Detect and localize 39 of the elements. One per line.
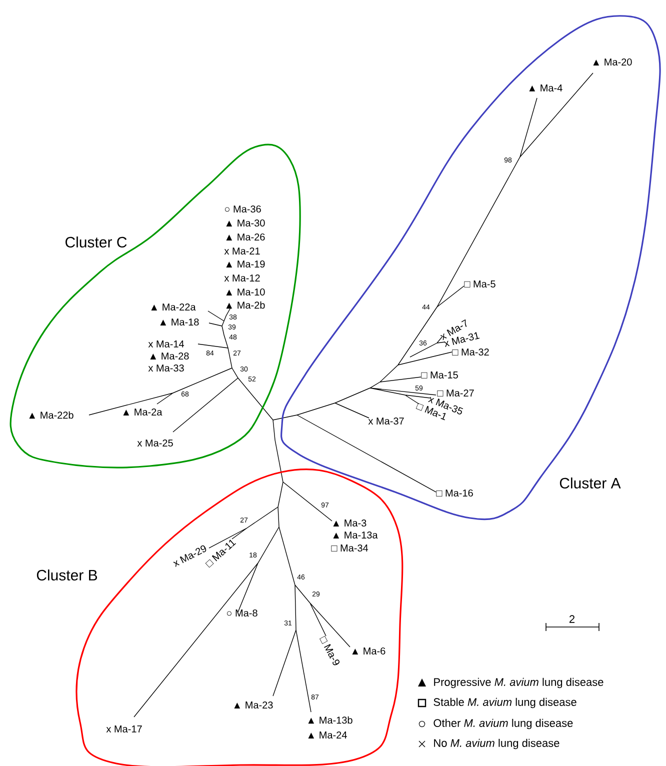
- leaf-label: ▲ Ma-3: [333, 519, 366, 527]
- leaf-label: □ Ma-9: [320, 636, 340, 666]
- leaf-label: ▲ Ma-2a: [123, 408, 162, 416]
- leaf-label: □ Ma-32: [452, 348, 489, 356]
- legend-text: Other M. avium lung disease: [434, 718, 573, 730]
- leaf-label: x Ma-37: [368, 417, 404, 425]
- leaf-label: x Ma-12: [224, 274, 260, 282]
- leaf-label: ○ Ma-8: [227, 609, 258, 617]
- leaf-label: □ Ma-27: [437, 389, 474, 397]
- leaf-label: ○ Ma-36: [225, 205, 261, 213]
- leaf-label: ▲ Ma-22a: [151, 303, 196, 311]
- scale-label: 2: [569, 615, 574, 623]
- leaf-label: ▲ Ma-2b: [226, 301, 265, 309]
- legend-text: Stable M. avium lung disease: [434, 698, 576, 708]
- leaf-label: x Ma-17: [106, 726, 142, 732]
- leaf-label: ▲ Ma-23: [234, 701, 273, 709]
- leaf-label: ▲ Ma-24: [308, 731, 347, 739]
- leaf-label: ▲ Ma-13a: [333, 531, 378, 539]
- leaf-label: ▲ Ma-19: [226, 260, 265, 268]
- leaf-label: x Ma-25: [137, 439, 173, 447]
- leaf-label: □ Ma-5: [464, 280, 496, 288]
- leaf-label: ▲ Ma-30: [226, 219, 265, 227]
- leaf-label: □ Ma-34: [331, 544, 368, 552]
- leaf-label: ▲ Ma-20: [593, 58, 632, 66]
- leaf-label: ▲ Ma-28: [150, 352, 189, 360]
- leaf-label: ▲ Ma-10: [226, 288, 265, 296]
- leaf-label: □ Ma-15: [421, 372, 458, 378]
- legend-text: No M. avium lung disease: [434, 738, 560, 750]
- leaf-label: □ Ma-16: [436, 489, 473, 497]
- leaf-label: x Ma-21: [224, 247, 260, 255]
- leaf-label: ▲ Ma-13b: [308, 716, 352, 724]
- leaf-label: ▲ Ma-22b: [29, 411, 74, 419]
- legend-text: Progressive M. avium lung disease: [434, 678, 604, 688]
- leaf-label: x Ma-33: [148, 364, 184, 372]
- leaf-label: ▲ Ma-4: [529, 84, 562, 92]
- leaf-label: ▲ Ma-26: [226, 233, 265, 241]
- leaf-label: x Ma-14: [148, 340, 184, 348]
- leaf-label: ▲ Ma-6: [352, 647, 386, 655]
- leaf-label: ▲ Ma-18: [160, 318, 199, 326]
